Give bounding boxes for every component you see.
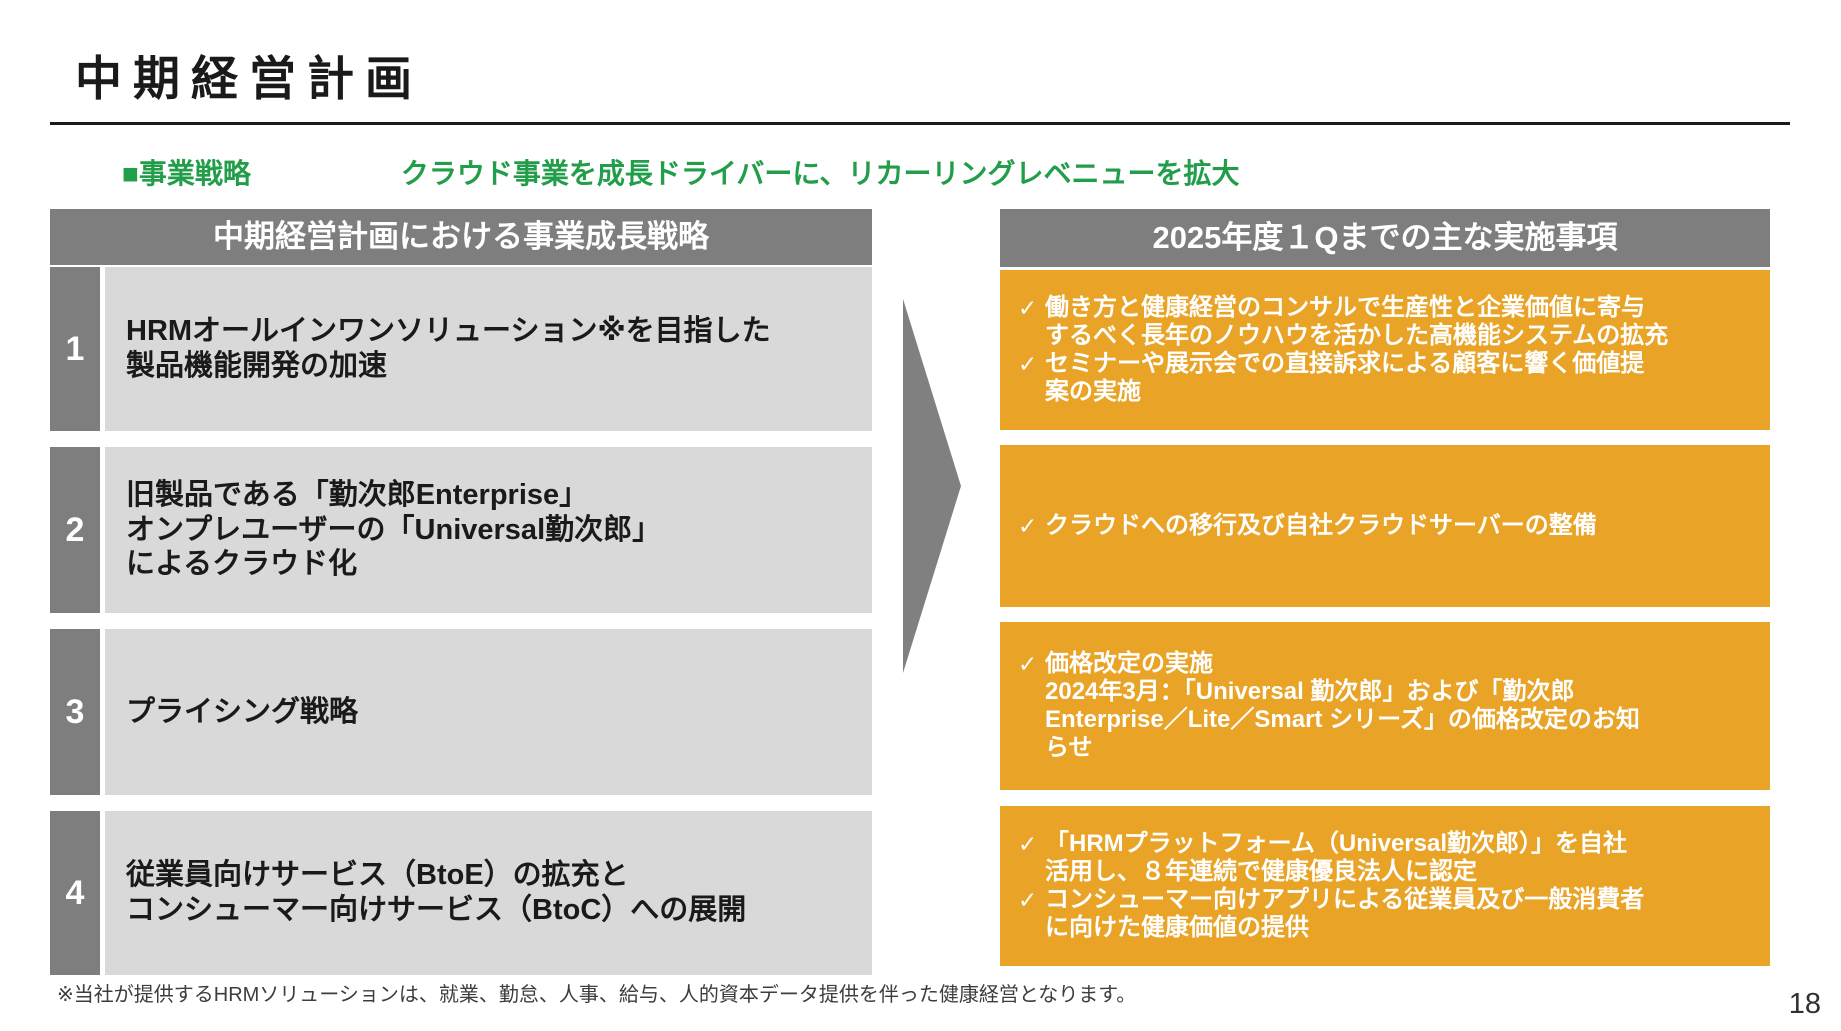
- strategy-section-label: ■事業戦略: [122, 158, 251, 189]
- check-icon: ✓: [1018, 831, 1038, 857]
- check-icon: ✓: [1018, 887, 1038, 913]
- left-table-header: 中期経営計画における事業成長戦略: [50, 209, 872, 265]
- check-icon: ✓: [1018, 651, 1038, 677]
- right-panel-header: 2025年度１Qまでの主な実施事項: [1000, 209, 1770, 267]
- strategy-row-1: 1 HRMオールインワンソリューション※を目指した 製品機能開発の加速: [50, 267, 872, 431]
- check-item-text: 働き方と健康経営のコンサルで生産性と企業価値に寄与 するべく長年のノウハウを活か…: [1045, 294, 1669, 349]
- strategy-row-3: 3 プライシング戦略: [50, 629, 872, 795]
- implementation-box-4: ✓ 「HRMプラットフォーム（Universal勤次郎）」を自社 活用し、８年連…: [1000, 806, 1770, 966]
- check-item-text: 価格改定の実施 2024年3月：「Universal 勤次郎」および「勤次郎 E…: [1045, 650, 1640, 761]
- row-1-number: 1: [50, 267, 100, 431]
- implementation-box-2: ✓ クラウドへの移行及び自社クラウドサーバーの整備: [1000, 445, 1770, 607]
- right-arrow-icon: [903, 299, 961, 673]
- row-2-text: 旧製品である「勤次郎Enterprise」 オンプレユーザーの「Universa…: [105, 447, 872, 613]
- page-number: 18: [1788, 988, 1821, 1020]
- row-4-text: 従業員向けサービス（BtoE）の拡充と コンシューマー向けサービス（BtoC）へ…: [105, 811, 872, 975]
- check-item: ✓ 働き方と健康経営のコンサルで生産性と企業価値に寄与 するべく長年のノウハウを…: [1018, 294, 1752, 350]
- strategy-row-2: 2 旧製品である「勤次郎Enterprise」 オンプレユーザーの「Univer…: [50, 447, 872, 613]
- check-item: ✓ クラウドへの移行及び自社クラウドサーバーの整備: [1018, 512, 1752, 540]
- row-3-text: プライシング戦略: [105, 629, 872, 795]
- strategy-row-4: 4 従業員向けサービス（BtoE）の拡充と コンシューマー向けサービス（BtoC…: [50, 811, 872, 975]
- row-4-number: 4: [50, 811, 100, 975]
- check-icon: ✓: [1018, 295, 1038, 321]
- check-item-text: コンシューマー向けアプリによる従業員及び一般消費者 に向けた健康価値の提供: [1045, 886, 1645, 941]
- row-1-text: HRMオールインワンソリューション※を目指した 製品機能開発の加速: [105, 267, 872, 431]
- check-item: ✓ 「HRMプラットフォーム（Universal勤次郎）」を自社 活用し、８年連…: [1018, 830, 1752, 886]
- check-item: ✓ 価格改定の実施 2024年3月：「Universal 勤次郎」および「勤次郎…: [1018, 650, 1752, 762]
- implementation-box-1: ✓ 働き方と健康経営のコンサルで生産性と企業価値に寄与 するべく長年のノウハウを…: [1000, 270, 1770, 430]
- strategy-headline: クラウド事業を成長ドライバーに、リカーリングレベニューを拡大: [400, 158, 1240, 189]
- check-item-text: クラウドへの移行及び自社クラウドサーバーの整備: [1045, 512, 1597, 539]
- row-2-number: 2: [50, 447, 100, 613]
- page-title: 中期経営計画: [75, 52, 423, 105]
- implementation-box-3: ✓ 価格改定の実施 2024年3月：「Universal 勤次郎」および「勤次郎…: [1000, 622, 1770, 790]
- check-item-text: 「HRMプラットフォーム（Universal勤次郎）」を自社 活用し、８年連続で…: [1045, 830, 1627, 885]
- check-item-text: セミナーや展示会での直接訴求による顧客に響く価値提 案の実施: [1045, 350, 1645, 405]
- check-icon: ✓: [1018, 513, 1038, 539]
- footnote: ※当社が提供するHRMソリューションは、就業、勤怠、人事、給与、人的資本データ提…: [57, 984, 1137, 1006]
- check-icon: ✓: [1018, 351, 1038, 377]
- check-item: ✓ コンシューマー向けアプリによる従業員及び一般消費者 に向けた健康価値の提供: [1018, 886, 1752, 942]
- row-3-number: 3: [50, 629, 100, 795]
- check-item: ✓ セミナーや展示会での直接訴求による顧客に響く価値提 案の実施: [1018, 350, 1752, 406]
- strategy-heading: ■事業戦略 クラウド事業を成長ドライバーに、リカーリングレベニューを拡大: [122, 152, 1240, 192]
- title-underline: [50, 122, 1790, 125]
